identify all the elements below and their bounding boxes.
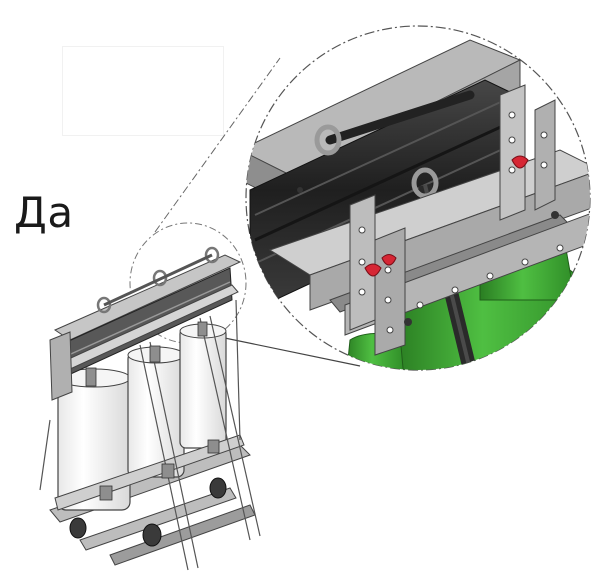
empty-label-box: [62, 46, 224, 136]
wheel-group: [69, 477, 227, 547]
clamp-bar: [268, 84, 590, 356]
red-fastener: [364, 155, 529, 277]
tie-rod: [39, 299, 261, 571]
core-frame: [49, 254, 242, 401]
lifting-lug: [314, 124, 439, 199]
zoom-detail: [246, 39, 590, 370]
transformer-assembly: [39, 246, 261, 571]
tie-rod: [103, 253, 213, 307]
caption-text: Да: [14, 188, 74, 237]
lifting-lug: [96, 246, 220, 314]
coil: [57, 323, 227, 511]
